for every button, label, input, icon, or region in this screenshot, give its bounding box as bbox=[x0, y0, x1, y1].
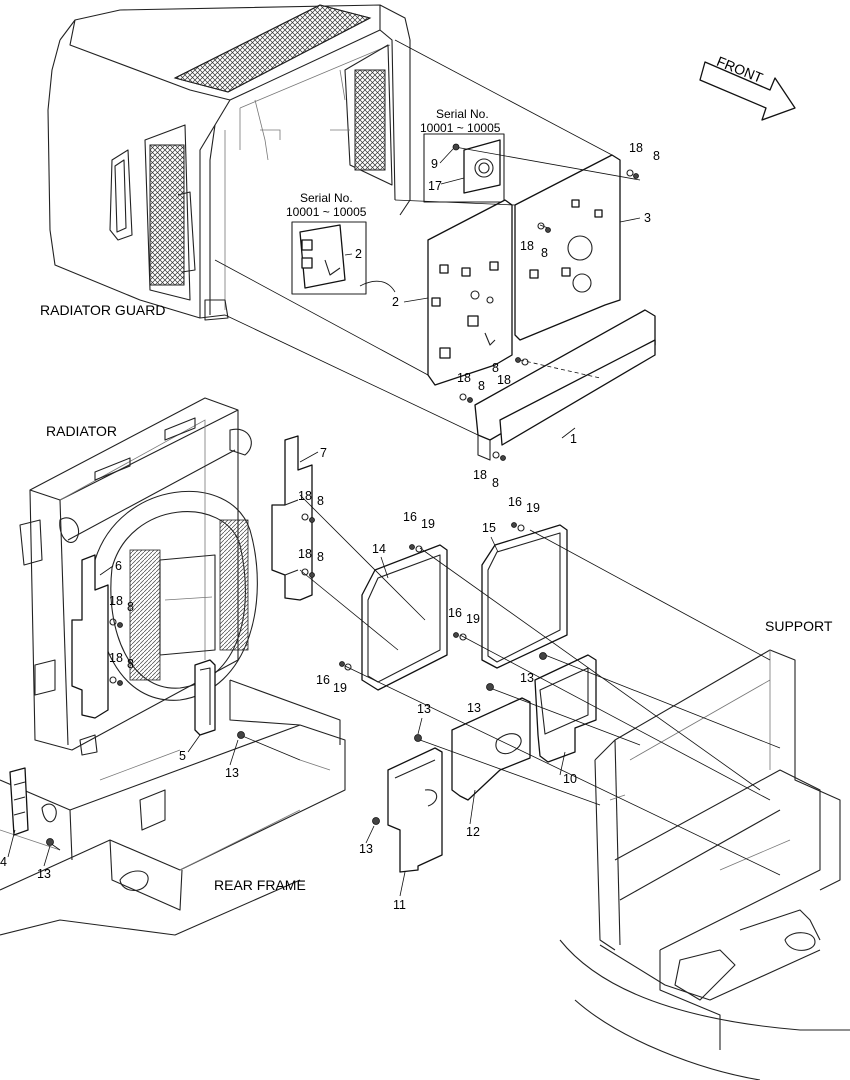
callout-13: 13 bbox=[417, 702, 431, 716]
callout-18: 18 bbox=[298, 547, 312, 561]
bar-part-7 bbox=[271, 435, 313, 601]
callout-2: 2 bbox=[355, 247, 362, 261]
callout-16: 16 bbox=[316, 673, 330, 687]
callout-13: 13 bbox=[37, 867, 51, 881]
callout-8: 8 bbox=[541, 246, 548, 260]
callout-16: 16 bbox=[508, 495, 522, 509]
callout-17: 17 bbox=[428, 179, 442, 193]
support-leader-lines bbox=[49, 494, 781, 876]
label-support: SUPPORT bbox=[765, 618, 833, 634]
panel-part-14 bbox=[361, 544, 448, 691]
callout-18: 18 bbox=[298, 489, 312, 503]
callout-8: 8 bbox=[127, 657, 134, 671]
callout-8: 8 bbox=[317, 494, 324, 508]
panel-part-15 bbox=[481, 524, 568, 669]
rear-frame-assembly bbox=[0, 679, 346, 936]
callout-19: 19 bbox=[526, 501, 540, 515]
callout-8: 8 bbox=[127, 600, 134, 614]
panel-part-2 bbox=[427, 199, 513, 386]
callout-18: 18 bbox=[109, 594, 123, 608]
section-labels: RADIATOR GUARD RADIATOR SUPPORT REAR FRA… bbox=[40, 302, 833, 893]
front-arrow: FRONT bbox=[699, 53, 796, 121]
serial-label-2: Serial No. bbox=[436, 107, 489, 121]
callouts: 9 17 18 8 3 2 18 8 2 8 18 18 8 1 18 8 7 … bbox=[0, 141, 660, 912]
callout-18: 18 bbox=[473, 468, 487, 482]
callout-8: 8 bbox=[478, 379, 485, 393]
callout-6: 6 bbox=[115, 559, 122, 573]
callout-3: 3 bbox=[644, 211, 651, 225]
panel-part-1 bbox=[474, 309, 656, 461]
bracket-part-4 bbox=[9, 767, 29, 836]
support-assembly bbox=[559, 649, 850, 1080]
panel-part-11 bbox=[387, 747, 443, 873]
callout-16: 16 bbox=[448, 606, 462, 620]
serial-box-part-2: Serial No. 10001 ~ 10005 bbox=[286, 191, 367, 295]
callout-19: 19 bbox=[466, 612, 480, 626]
bar-part-6 bbox=[71, 554, 109, 719]
callout-1: 1 bbox=[570, 432, 577, 446]
callout-18: 18 bbox=[457, 371, 471, 385]
callout-4: 4 bbox=[0, 855, 7, 869]
callout-leaders bbox=[7, 148, 641, 897]
callout-8: 8 bbox=[492, 476, 499, 490]
panel-part-10 bbox=[534, 654, 597, 763]
serial-range-1: 10001 ~ 10005 bbox=[286, 205, 367, 219]
bolts bbox=[46, 143, 639, 846]
callout-19: 19 bbox=[333, 681, 347, 695]
callout-13: 13 bbox=[520, 671, 534, 685]
bracket-part-5 bbox=[194, 659, 216, 736]
radiator-assembly bbox=[19, 397, 258, 756]
radiator-guard-assembly bbox=[47, 4, 411, 321]
callout-8: 8 bbox=[317, 550, 324, 564]
callout-18: 18 bbox=[497, 373, 511, 387]
callout-5: 5 bbox=[179, 749, 186, 763]
callout-2: 2 bbox=[392, 295, 399, 309]
callout-15: 15 bbox=[482, 521, 496, 535]
inner-grille bbox=[354, 69, 386, 171]
callout-19: 19 bbox=[421, 517, 435, 531]
panel-part-3 bbox=[514, 154, 621, 341]
callout-10: 10 bbox=[563, 772, 577, 786]
side-vent-grille bbox=[149, 144, 185, 286]
callout-13: 13 bbox=[225, 766, 239, 780]
label-radiator-guard: RADIATOR GUARD bbox=[40, 302, 166, 318]
callout-13: 13 bbox=[359, 842, 373, 856]
callout-18: 18 bbox=[629, 141, 643, 155]
panel-part-12 bbox=[451, 697, 531, 801]
callout-12: 12 bbox=[466, 825, 480, 839]
callout-8: 8 bbox=[653, 149, 660, 163]
label-radiator: RADIATOR bbox=[46, 423, 117, 439]
serial-label-1: Serial No. bbox=[300, 191, 353, 205]
callout-8: 8 bbox=[492, 361, 499, 375]
callout-11: 11 bbox=[393, 898, 406, 912]
callout-18: 18 bbox=[109, 651, 123, 665]
callout-14: 14 bbox=[372, 542, 386, 556]
label-rear-frame: REAR FRAME bbox=[214, 877, 306, 893]
callout-16: 16 bbox=[403, 510, 417, 524]
callout-7: 7 bbox=[320, 446, 327, 460]
callout-18: 18 bbox=[520, 239, 534, 253]
callout-9: 9 bbox=[431, 157, 438, 171]
callout-13: 13 bbox=[467, 701, 481, 715]
serial-range-2: 10001 ~ 10005 bbox=[420, 121, 501, 135]
